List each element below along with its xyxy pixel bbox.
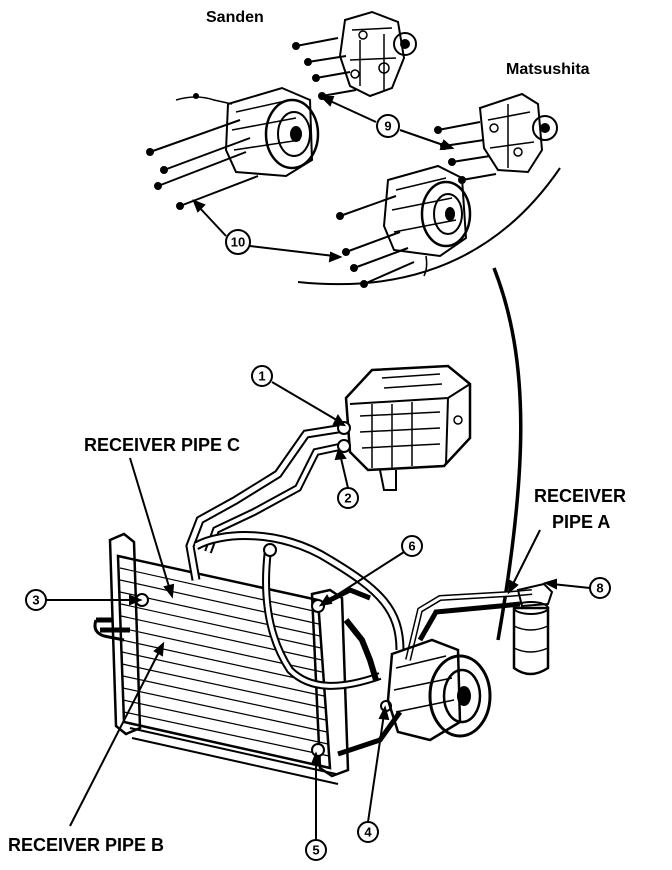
callout-3: 3 (25, 589, 47, 611)
lower-compressor (386, 638, 492, 742)
label-matsushita: Matsushita (506, 61, 590, 78)
callout-9: 9 (376, 114, 400, 138)
callout-10: 10 (225, 229, 251, 255)
svg-text:2: 2 (344, 491, 351, 506)
sanden-bracket (292, 10, 417, 100)
callout-leaders (46, 96, 591, 840)
matsushita-compressor (336, 164, 472, 288)
sanden-compressor (146, 86, 320, 210)
condenser (108, 532, 350, 785)
detail-boundary-arc (297, 167, 561, 286)
callout-4: 4 (357, 821, 379, 843)
refrigerant-pipes (93, 421, 533, 757)
detail-leader-line (492, 267, 523, 641)
svg-text:1: 1 (258, 369, 265, 384)
svg-text:10: 10 (231, 235, 245, 250)
svg-text:5: 5 (312, 843, 319, 858)
label-receiver-pipe-c: RECEIVER PIPE C (84, 435, 240, 455)
callout-1: 1 (251, 365, 273, 387)
evaporator-unit (344, 364, 472, 491)
callout-5: 5 (305, 839, 327, 861)
label-receiver-pipe-a-line2: PIPE A (552, 512, 610, 532)
callout-6: 6 (401, 535, 423, 557)
svg-text:3: 3 (32, 593, 39, 608)
svg-text:6: 6 (408, 539, 415, 554)
callout-2: 2 (337, 487, 359, 509)
label-receiver-pipe-b: RECEIVER PIPE B (8, 835, 164, 855)
label-receiver-pipe-a-line1: RECEIVER (534, 486, 626, 506)
receiver-drier (512, 582, 554, 676)
matsushita-bracket (434, 92, 558, 184)
callout-8: 8 (589, 577, 611, 599)
svg-text:4: 4 (364, 825, 372, 840)
svg-text:8: 8 (596, 581, 603, 596)
svg-text:9: 9 (384, 119, 391, 134)
label-sanden: Sanden (206, 9, 264, 26)
